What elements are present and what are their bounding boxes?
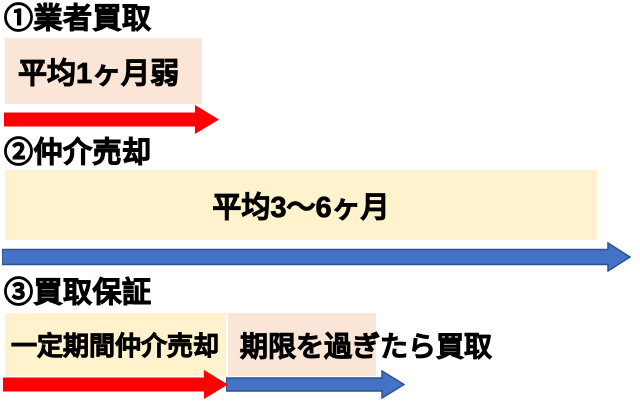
section-1-duration-box: 平均1ヶ月弱 — [5, 38, 202, 104]
section-2-duration-label: 平均3〜6ヶ月 — [212, 192, 390, 225]
section-2-duration-box: 平均3〜6ヶ月 — [5, 170, 597, 240]
section-3-title: ③買取保証 — [4, 277, 152, 310]
section-3-brokerage-period-label: 一定期間仲介売却 — [11, 331, 220, 362]
section-3-blue-timeline-arrow — [226, 370, 405, 399]
section-1-title: ①業者買取 — [4, 3, 152, 36]
section-1-duration-label: 平均1ヶ月弱 — [18, 58, 180, 91]
section-3-purchase-after-deadline-label: 期限を過ぎたら買取 — [240, 330, 493, 362]
section-3-purchase-after-deadline-box: 期限を過ぎたら買取 — [228, 313, 492, 376]
section-3-brokerage-period-box: 一定期間仲介売却 — [5, 313, 226, 376]
section-3-red-timeline-arrow — [3, 370, 228, 399]
section-2-blue-timeline-arrow — [2, 242, 632, 272]
section-2-title: ②仲介売却 — [4, 137, 152, 170]
section-1-red-timeline-arrow — [4, 105, 219, 134]
